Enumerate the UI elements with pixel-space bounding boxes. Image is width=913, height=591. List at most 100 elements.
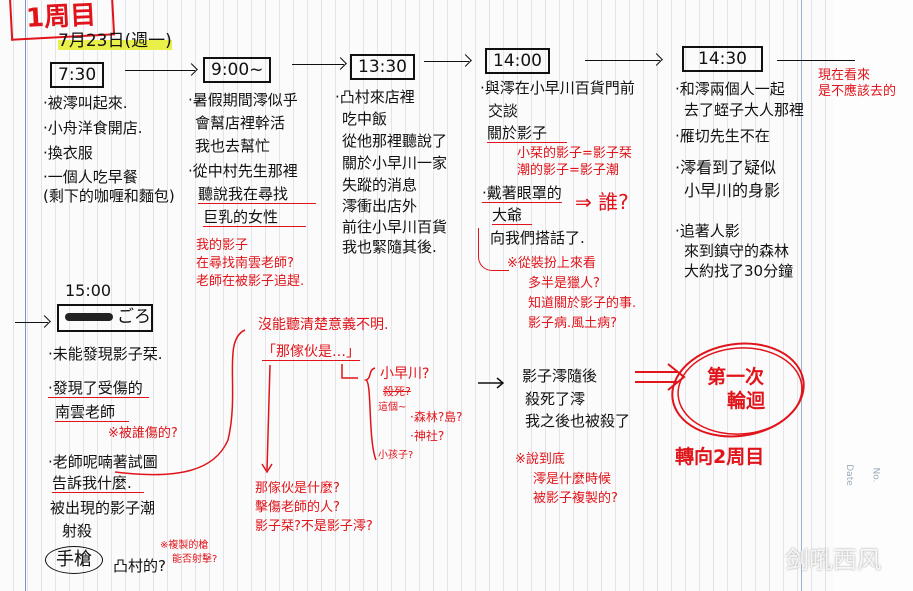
entry: 關於小早川一家 bbox=[342, 154, 448, 172]
entry: 射殺 bbox=[62, 522, 93, 540]
entry: 關於影子 bbox=[487, 124, 568, 143]
next-page: Date No. bbox=[834, 0, 913, 591]
entry: ·雁切先生不在 bbox=[675, 127, 770, 145]
entry: 南雲老師 bbox=[55, 403, 130, 422]
page-edge-line bbox=[801, 0, 802, 591]
entry: (剩下的咖喱和麵包) bbox=[43, 187, 175, 205]
loop-title: 輪迴 bbox=[727, 390, 766, 412]
entry: 巨乳的女性 bbox=[203, 208, 307, 227]
entry: ·追著人影 bbox=[675, 222, 740, 240]
entry: 我之後也被殺了 bbox=[525, 412, 631, 430]
note: ※說到底 bbox=[515, 452, 565, 467]
note: 小栞的影子=影子栞 bbox=[517, 146, 632, 161]
watermark: 剑吼西风 bbox=[785, 546, 881, 574]
note: 「那傢伙是…」 bbox=[262, 344, 360, 361]
note: 在尋找南雲老師? bbox=[196, 256, 294, 271]
entry: ·被澪叫起來. bbox=[43, 94, 128, 112]
next-playthrough: 轉向2周目 bbox=[675, 446, 765, 468]
note: 那傢伙是什麼? bbox=[255, 481, 340, 496]
note: ※從裝扮上來看 bbox=[507, 256, 596, 271]
entry: 吃中飯 bbox=[342, 110, 388, 128]
entry: 來到鎮守的森林 bbox=[684, 242, 790, 260]
time-box-0730: 7:30 bbox=[50, 62, 105, 88]
entry: ·一個人吃早餐 bbox=[43, 168, 138, 186]
note: 潮的影子=影子潮 bbox=[517, 163, 619, 178]
entry: 影子澪隨後 bbox=[522, 367, 598, 385]
note: 老師在被影子追趕. bbox=[196, 274, 305, 289]
entry: 聽說我在尋找 bbox=[198, 185, 317, 204]
note: ※被誰傷的? bbox=[108, 426, 178, 441]
note: 影子病.風土病? bbox=[528, 316, 618, 331]
note: 被影子複製的? bbox=[533, 491, 618, 506]
note: 知道關於影子的事. bbox=[528, 296, 637, 311]
note: 這個~ bbox=[378, 402, 407, 413]
note: ※複製的槍 bbox=[160, 540, 209, 551]
arrow-icon bbox=[585, 60, 660, 61]
note: 我的影子 bbox=[196, 238, 249, 253]
who-note: ⇒ 誰? bbox=[575, 190, 629, 214]
entry: ·小舟洋食開店. bbox=[43, 119, 143, 137]
note-struck: 殺死? bbox=[383, 385, 411, 398]
note: 澪是什麼時候 bbox=[533, 472, 612, 487]
note: ·神社? bbox=[410, 429, 445, 443]
date: 7月23日(週一) bbox=[58, 31, 172, 51]
loop-circle bbox=[671, 342, 805, 438]
handgun-circled: 手槍 bbox=[45, 546, 103, 574]
down-arrow-head bbox=[261, 463, 273, 474]
entry: 大爺 bbox=[492, 206, 533, 225]
entry: 被出現的影子潮 bbox=[50, 499, 156, 517]
entry: ·從中村先生那裡 bbox=[188, 162, 298, 180]
note: 現在看來 bbox=[818, 68, 871, 83]
time-box-1500: ごろ bbox=[57, 304, 153, 332]
loop-circle bbox=[677, 347, 803, 435]
entry: ·老師呢喃著試圖 bbox=[48, 453, 158, 471]
entry: 向我們搭話了. bbox=[490, 229, 585, 247]
entry: 大約找了30分鐘 bbox=[684, 262, 794, 280]
box-text: ごろ bbox=[117, 307, 151, 327]
arrow-icon bbox=[125, 70, 195, 71]
brace bbox=[363, 367, 377, 461]
continuation-line bbox=[777, 60, 855, 61]
note: 能否射擊? bbox=[172, 554, 218, 565]
arrow-to-ending bbox=[478, 377, 505, 389]
entry: ·暑假期間澪似乎 bbox=[188, 91, 298, 109]
note: ·森林?島? bbox=[410, 410, 463, 424]
loop-title: 第一次 bbox=[707, 366, 765, 388]
entry: 前往小早川百貨 bbox=[342, 218, 448, 236]
arrow-icon bbox=[15, 322, 48, 323]
entry: ·澪看到了疑似 bbox=[675, 158, 777, 177]
time-box-0900: 9:00~ bbox=[203, 57, 272, 83]
scribble bbox=[65, 313, 113, 321]
note: 多半是獵人? bbox=[528, 276, 600, 291]
curve-connector bbox=[114, 329, 246, 476]
note: 小孩子? bbox=[378, 450, 414, 461]
down-arrow-line bbox=[266, 364, 271, 471]
entry: 去了蛭子大人那裡 bbox=[684, 101, 805, 119]
time-label: 15:00 bbox=[65, 281, 112, 300]
margin-line bbox=[25, 0, 26, 591]
note: 沒能聽清楚意義不明. bbox=[258, 317, 389, 333]
entry: 凸村的? bbox=[113, 557, 166, 575]
entry: ·凸村來店裡 bbox=[335, 88, 415, 106]
entry: 失蹤的消息 bbox=[342, 176, 418, 194]
entry: 告訴我什麼. bbox=[52, 474, 144, 493]
entry: 我也去幫忙 bbox=[195, 137, 271, 155]
entry: 會幫店裡幹活 bbox=[195, 114, 286, 132]
entry: ·與澪在小早川百貨門前 bbox=[480, 79, 635, 97]
time-box-1430: 14:30 bbox=[682, 46, 763, 72]
entry: 殺死了澪 bbox=[525, 390, 586, 408]
bracket-line bbox=[478, 228, 509, 271]
entry: 交談 bbox=[488, 102, 519, 120]
entry: 澪衝出店外 bbox=[342, 197, 418, 215]
time-box-1330: 13:30 bbox=[350, 54, 415, 80]
note: 是不應該去的 bbox=[818, 84, 897, 99]
arrow-icon bbox=[292, 64, 344, 65]
time-box-1400: 14:00 bbox=[485, 48, 550, 74]
entry: 我也緊隨其後. bbox=[342, 238, 437, 256]
entry: ·換衣服 bbox=[43, 144, 93, 162]
note: 小早川? bbox=[380, 366, 430, 382]
branch-arrow bbox=[341, 364, 358, 379]
entry: 從他那裡聽說了 bbox=[342, 132, 448, 150]
entry: 小早川的身影 bbox=[684, 181, 781, 200]
